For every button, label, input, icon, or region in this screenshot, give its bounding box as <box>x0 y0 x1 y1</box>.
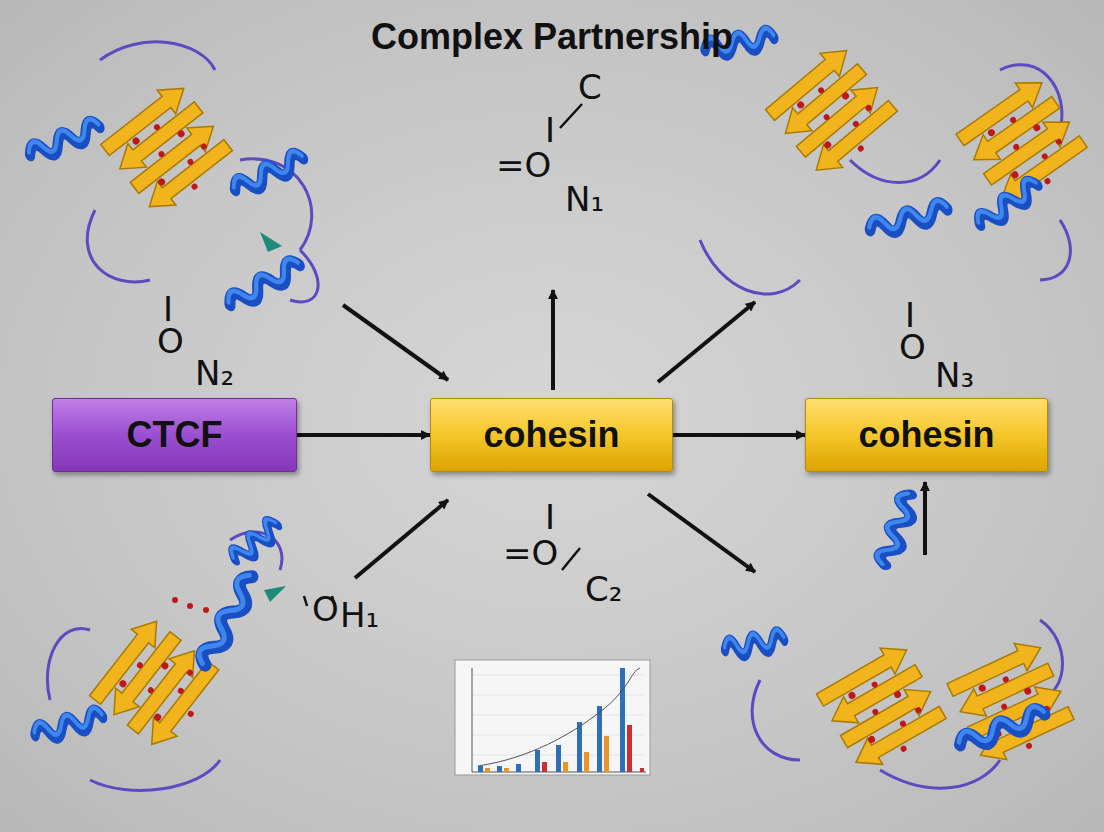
protein-top-right <box>700 27 1092 294</box>
flow-arrow <box>673 433 805 437</box>
protein-bottom-right <box>723 491 1077 788</box>
chemical-symbol: I <box>545 500 555 534</box>
chemical-symbol: O <box>157 324 184 358</box>
chemical-symbol: I <box>545 113 555 147</box>
diagram-title: Complex Partnership <box>0 16 1104 58</box>
node-label: cohesin <box>483 414 619 456</box>
chemical-symbol: N₁ <box>565 182 604 216</box>
chemical-symbol: I <box>905 298 915 332</box>
flow-arrow <box>297 433 430 437</box>
cohesin-box: cohesin <box>805 398 1048 472</box>
mini-chart <box>455 660 650 775</box>
chemical-symbol: I <box>163 292 173 326</box>
chemical-symbol: O <box>312 592 339 626</box>
chemical-symbol: C₂ <box>585 572 622 606</box>
ctcf-box: CTCF <box>52 398 297 472</box>
node-label: cohesin <box>858 414 994 456</box>
protein-top-left <box>26 42 318 312</box>
chemical-symbol: C <box>578 70 602 104</box>
chemical-symbol: =O <box>496 148 551 182</box>
cohesin-box: cohesin <box>430 398 673 472</box>
bond-strokes <box>304 104 582 606</box>
node-label: CTCF <box>127 414 223 456</box>
chemical-symbol: N₃ <box>935 358 974 392</box>
chemical-symbol: H₁ <box>340 598 379 632</box>
chemical-symbol: =O <box>503 536 558 570</box>
chemical-symbol: N₂ <box>195 356 234 390</box>
chemical-symbol: O <box>899 330 926 364</box>
protein-bottom-left <box>32 516 286 790</box>
